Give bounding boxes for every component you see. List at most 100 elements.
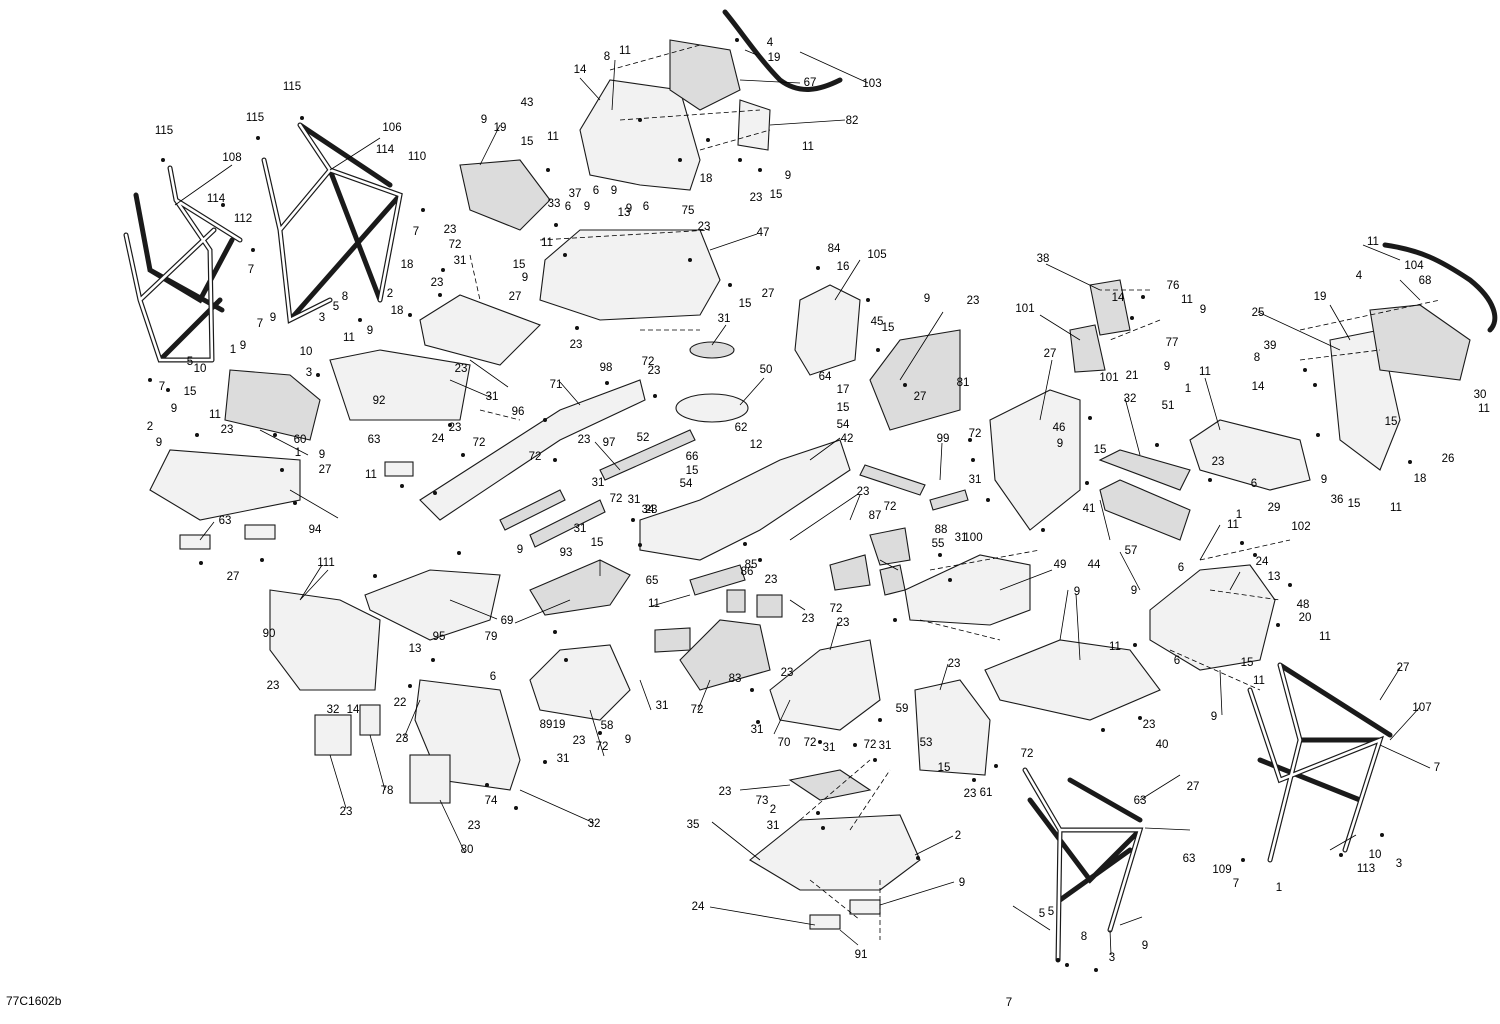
callout-2: 2 [770, 804, 776, 816]
callout-49: 49 [1054, 559, 1067, 571]
callout-11: 11 [802, 141, 814, 153]
callout-31: 31 [823, 742, 836, 754]
callout-23: 23 [698, 221, 711, 233]
callout-9: 9 [481, 114, 487, 126]
callout-43: 43 [521, 97, 534, 109]
callout-14: 14 [1112, 292, 1125, 304]
callout-63: 63 [368, 434, 381, 446]
callout-85: 85 [745, 559, 758, 571]
callout-1: 1 [1276, 882, 1282, 894]
callout-11: 11 [1367, 236, 1379, 248]
callout-11: 11 [1478, 403, 1490, 415]
callout-40: 40 [1156, 739, 1169, 751]
callout-26: 26 [1442, 453, 1455, 465]
callout-15: 15 [1385, 416, 1398, 428]
callout-113: 113 [1357, 863, 1375, 875]
callout-9: 9 [1200, 304, 1206, 316]
callout-31: 31 [557, 753, 570, 765]
callout-34: 34 [642, 504, 655, 516]
callout-97: 97 [603, 437, 616, 449]
callout-7: 7 [1006, 997, 1012, 1009]
assembly-dash-lines [469, 44, 1441, 940]
callout-2: 2 [955, 830, 961, 842]
callout-18: 18 [1414, 473, 1427, 485]
callout-24: 24 [432, 433, 445, 445]
callout-72: 72 [642, 356, 655, 368]
callout-18: 18 [700, 173, 713, 185]
callout-63: 63 [219, 515, 232, 527]
callout-78: 78 [381, 785, 394, 797]
callout-15: 15 [1241, 657, 1254, 669]
callout-27: 27 [1044, 348, 1057, 360]
callout-72: 72 [691, 704, 704, 716]
callout-37: 37 [569, 188, 582, 200]
callout-15: 15 [770, 189, 783, 201]
callout-11: 11 [365, 469, 377, 481]
callout-81: 81 [957, 377, 970, 389]
callout-9: 9 [785, 170, 791, 182]
callout-11: 11 [1253, 675, 1265, 687]
callout-23: 23 [570, 339, 583, 351]
callout-23: 23 [964, 788, 977, 800]
callout-115: 115 [246, 112, 264, 124]
callout-5: 5 [1039, 908, 1045, 920]
callout-76: 76 [1167, 280, 1180, 292]
callout-2: 2 [387, 288, 393, 300]
callout-27: 27 [227, 571, 240, 583]
callout-5: 5 [1048, 906, 1054, 918]
callout-9: 9 [1131, 585, 1137, 597]
panel-parts [149, 39, 1471, 930]
callout-23: 23 [455, 363, 468, 375]
callout-13: 13 [409, 643, 422, 655]
callout-19: 19 [494, 122, 507, 134]
callout-115: 115 [155, 125, 173, 137]
callout-31: 31 [454, 255, 467, 267]
callout-21: 21 [1126, 370, 1139, 382]
callout-3: 3 [306, 367, 312, 379]
callout-90: 90 [263, 628, 276, 640]
callout-9: 9 [270, 312, 276, 324]
callout-62: 62 [735, 422, 748, 434]
callout-27: 27 [1187, 781, 1200, 793]
callout-1: 1 [230, 344, 236, 356]
callout-8: 8 [1254, 352, 1260, 364]
callout-66: 66 [686, 451, 699, 463]
callout-6: 6 [593, 185, 599, 197]
callout-1: 1 [295, 447, 301, 459]
callout-77: 77 [1166, 337, 1179, 349]
callout-15: 15 [1094, 444, 1107, 456]
callout-15: 15 [686, 465, 699, 477]
callout-3: 3 [319, 312, 325, 324]
callout-9: 9 [611, 185, 617, 197]
callout-73: 73 [756, 795, 769, 807]
callout-23: 23 [1212, 456, 1225, 468]
callout-27: 27 [914, 391, 927, 403]
callout-23: 23 [340, 806, 353, 818]
callout-15: 15 [1348, 498, 1361, 510]
callout-11: 11 [1181, 294, 1193, 306]
callout-31: 31 [628, 494, 641, 506]
callout-58: 58 [601, 720, 614, 732]
callout-67: 67 [804, 77, 817, 89]
callout-23: 23 [578, 434, 591, 446]
callout-15: 15 [739, 298, 752, 310]
callout-68: 68 [1419, 275, 1432, 287]
callout-4: 4 [767, 37, 774, 49]
callout-3: 3 [1396, 858, 1402, 870]
callout-20: 20 [1299, 612, 1312, 624]
callout-93: 93 [560, 547, 573, 559]
callout-9: 9 [625, 734, 631, 746]
callout-54: 54 [680, 478, 693, 490]
leader-lines [174, 49, 1431, 956]
callout-86: 86 [741, 566, 754, 578]
callout-106: 106 [382, 122, 401, 134]
callout-15: 15 [591, 537, 604, 549]
callout-72: 72 [884, 501, 897, 513]
callout-79: 79 [485, 631, 498, 643]
callout-42: 42 [841, 433, 854, 445]
callout-31: 31 [879, 740, 892, 752]
roll-cage-front-left [123, 165, 243, 363]
callout-72: 72 [610, 493, 623, 505]
callout-65: 65 [646, 575, 659, 587]
